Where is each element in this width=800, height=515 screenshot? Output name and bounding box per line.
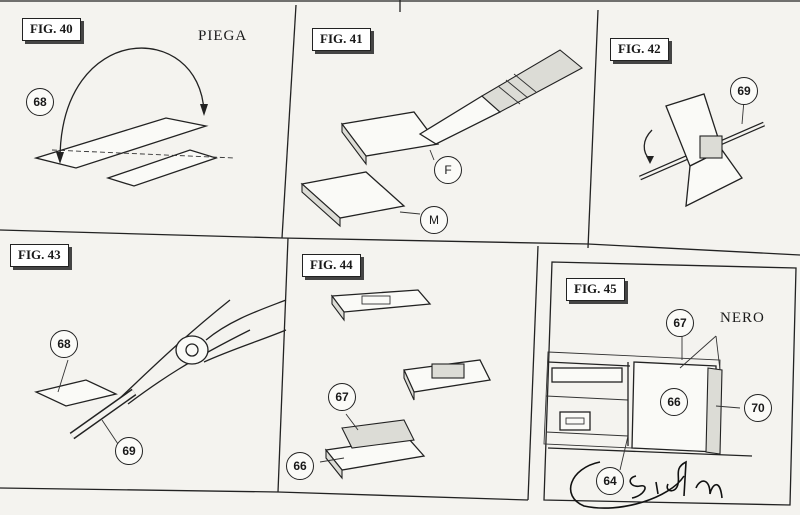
callout-69-fig42: 69 <box>730 77 758 105</box>
callout-f: F <box>434 156 462 184</box>
piega-label: PIEGA <box>198 28 248 44</box>
fig42-drawing <box>639 93 765 208</box>
nero-label: NERO <box>720 310 765 326</box>
callout-66-fig45: 66 <box>660 388 688 416</box>
callout-66-fig44: 66 <box>286 452 314 480</box>
fig44-drawing <box>319 289 491 480</box>
fig43-drawing <box>34 299 287 445</box>
callout-64: 64 <box>596 467 624 495</box>
fig41-title: FIG. 41 <box>312 28 371 51</box>
callout-70: 70 <box>744 394 772 422</box>
callout-69-fig43: 69 <box>115 437 143 465</box>
callout-68-fig40: 68 <box>26 88 54 116</box>
fig45-title: FIG. 45 <box>566 278 625 301</box>
handwritten-signature <box>569 460 723 509</box>
callout-67-fig45: 67 <box>666 309 694 337</box>
fig40-drawing <box>33 47 235 187</box>
callout-67-fig44: 67 <box>328 383 356 411</box>
callout-m: M <box>420 206 448 234</box>
fig40-title: FIG. 40 <box>22 18 81 41</box>
fig41-drawing <box>300 49 583 228</box>
fig43-title: FIG. 43 <box>10 244 69 267</box>
fig44-title: FIG. 44 <box>302 254 361 277</box>
fig42-title: FIG. 42 <box>610 38 669 61</box>
callout-68-fig43: 68 <box>50 330 78 358</box>
